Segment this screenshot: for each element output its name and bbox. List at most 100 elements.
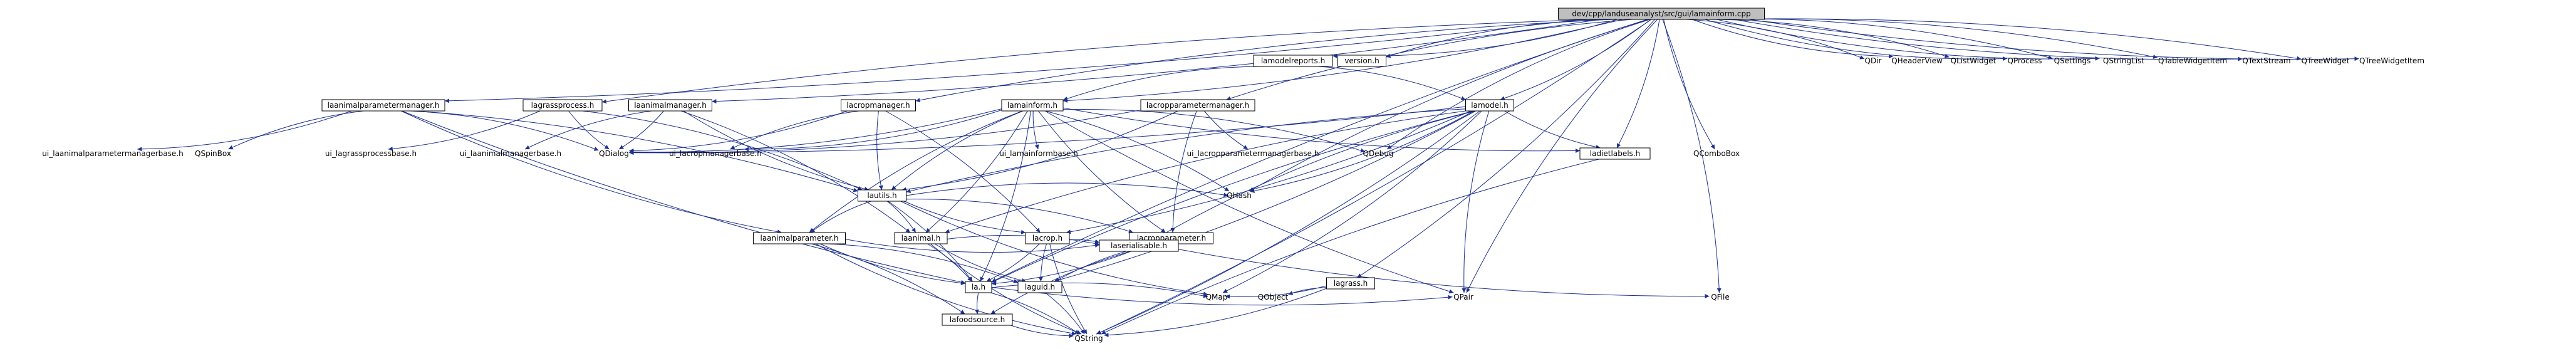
node-ui-lagrassprocessbase[interactable]: ui_lagrassprocessbase.h bbox=[325, 149, 417, 158]
node-ladietlabels[interactable]: ladietlabels.h bbox=[1579, 147, 1651, 160]
node-lacropparametermanager[interactable]: lacropparametermanager.h bbox=[1140, 99, 1255, 112]
edge-root-to-qtablewidgetitem bbox=[1725, 18, 2158, 60]
node-qlistwidget[interactable]: QListWidget bbox=[1951, 56, 1997, 65]
node-qmap[interactable]: QMap bbox=[1206, 293, 1228, 301]
node-label: lagrass.h bbox=[1334, 279, 1368, 288]
edge-lamodel-to-qpair bbox=[1462, 110, 1490, 293]
node-lautils[interactable]: lautils.h bbox=[858, 189, 906, 202]
edge-lamodel-to-qstring bbox=[1096, 110, 1480, 335]
node-label: QStringList bbox=[2103, 56, 2145, 65]
node-box bbox=[628, 99, 712, 112]
node-qtextstream[interactable]: QTextStream bbox=[2242, 56, 2290, 65]
node-lagrassprocess[interactable]: lagrassprocess.h bbox=[522, 99, 603, 112]
node-box bbox=[894, 232, 948, 244]
node-label: QFile bbox=[1711, 293, 1730, 301]
node-version[interactable]: version.h bbox=[1337, 55, 1386, 67]
edge-lamodel-to-laanimal bbox=[945, 110, 1466, 234]
node-qtreewidget[interactable]: QTreeWidget bbox=[2302, 56, 2350, 65]
node-qdir[interactable]: QDir bbox=[1865, 56, 1882, 65]
node-label: laanimal.h bbox=[901, 234, 941, 243]
edge-laserialisable-to-qfile bbox=[1178, 249, 1710, 299]
edge-lautils-to-lacropparameter bbox=[906, 199, 1134, 234]
node-lacropmanager[interactable]: lacropmanager.h bbox=[841, 99, 916, 112]
node-la[interactable]: la.h bbox=[965, 281, 992, 293]
node-label: ui_lamainformbase.h bbox=[999, 149, 1078, 158]
edge-lacrop-to-qstring bbox=[1049, 243, 1088, 335]
node-laserialisable[interactable]: laserialisable.h bbox=[1099, 239, 1179, 252]
edge-la-to-qpair bbox=[991, 286, 1453, 306]
edge-lagrassprocess-to-lautils bbox=[582, 110, 863, 191]
node-label: QTextStream bbox=[2242, 56, 2290, 65]
node-box bbox=[1001, 99, 1064, 112]
edge-laanimalparameter-to-qstring bbox=[815, 243, 1076, 336]
edge-root-to-lagrassprocess bbox=[601, 19, 1594, 104]
edge-lamodel-to-qmap bbox=[1222, 110, 1482, 293]
node-qhash[interactable]: QHash bbox=[1227, 191, 1252, 200]
edge-laanimal-to-la bbox=[927, 243, 972, 282]
node-qsettings[interactable]: QSettings bbox=[2054, 56, 2091, 65]
node-lacrop[interactable]: lacrop.h bbox=[1025, 232, 1070, 244]
edge-la-to-qstring bbox=[990, 292, 1080, 335]
node-lafoodsource[interactable]: lafoodsource.h bbox=[942, 313, 1013, 326]
node-laanimal[interactable]: laanimal.h bbox=[894, 232, 948, 244]
edge-laanimalparametermanager-to-laanimalparameter bbox=[400, 110, 782, 234]
edge-lamodelreports-to-lamodel bbox=[1317, 66, 1466, 100]
edge-lacropmanager-to-ui_lacropmanagerbase bbox=[730, 110, 860, 150]
node-laguid[interactable]: laguid.h bbox=[1017, 281, 1062, 293]
node-label: lacrop.h bbox=[1032, 234, 1062, 243]
node-qspinbox[interactable]: QSpinBox bbox=[195, 149, 231, 158]
node-label: QDialog bbox=[599, 149, 629, 158]
node-ui-laanimalparametermanagerbase[interactable]: ui_laanimalparametermanagerbase.h bbox=[42, 149, 183, 158]
node-label: QTableWidgetItem bbox=[2158, 56, 2227, 65]
edge-laanimal-to-qstring bbox=[930, 243, 1082, 335]
edge-root-to-version bbox=[1386, 19, 1626, 58]
edge-lamainform-to-qdialog bbox=[629, 108, 1002, 154]
node-qdialog[interactable]: QDialog bbox=[599, 149, 629, 158]
node-lacropparameter[interactable]: lacropparameter.h bbox=[1130, 232, 1213, 244]
node-laanimalparameter[interactable]: laanimalparameter.h bbox=[753, 232, 846, 244]
node-qobject[interactable]: QObject bbox=[1258, 293, 1289, 301]
node-box bbox=[942, 313, 1013, 326]
edge-root-to-lacropparametermanager bbox=[1226, 19, 1633, 101]
node-ui-lacropmanagerbase[interactable]: ui_lacropmanagerbase.h bbox=[669, 149, 762, 158]
node-qdebug[interactable]: QDebug bbox=[1363, 149, 1394, 158]
edge-root-to-qtextstream bbox=[1733, 19, 2243, 61]
edge-lamodelreports-to-lamainform bbox=[1062, 66, 1260, 101]
edge-root-to-lamodel bbox=[1500, 19, 1651, 101]
edge-lamainform-to-ladietlabels bbox=[1062, 107, 1581, 153]
node-laanimalmanager[interactable]: laanimalmanager.h bbox=[628, 99, 712, 112]
node-qprocess[interactable]: QProcess bbox=[2008, 56, 2042, 65]
node-qtreewidgetitem[interactable]: QTreeWidgetItem bbox=[2359, 56, 2424, 65]
edge-la-to-lafoodsource bbox=[975, 292, 979, 315]
node-laanimalparametermanager[interactable]: laanimalparametermanager.h bbox=[321, 99, 445, 112]
node-lamodelreports[interactable]: lamodelreports.h bbox=[1253, 55, 1333, 67]
node-lagrass[interactable]: lagrass.h bbox=[1326, 277, 1375, 290]
node-qtablewidgetitem[interactable]: QTableWidgetItem bbox=[2158, 56, 2227, 65]
edge-root-to-qprocess bbox=[1705, 19, 2008, 61]
node-qstringlist[interactable]: QStringList bbox=[2103, 56, 2145, 65]
node-qheaderview[interactable]: QHeaderView bbox=[1891, 56, 1943, 65]
node-label: QString bbox=[1074, 334, 1103, 343]
node-label: ui_laanimalparametermanagerbase.h bbox=[42, 149, 183, 158]
edge-lautils-to-laanimalparameter bbox=[810, 201, 871, 233]
node-ui-lacropparametermanagerbase[interactable]: ui_lacropparametermanagerbase.h bbox=[1187, 149, 1319, 158]
node-root[interactable]: dev/cpp/landuseanalyst/src/gui/lamainfor… bbox=[1558, 8, 1765, 20]
node-lamainform[interactable]: lamainform.h bbox=[1001, 99, 1064, 112]
node-ui-lamainformbase[interactable]: ui_lamainformbase.h bbox=[999, 149, 1078, 158]
node-label: lamodelreports.h bbox=[1261, 56, 1325, 65]
nodes-layer: dev/cpp/landuseanalyst/src/gui/lamainfor… bbox=[42, 8, 2424, 343]
node-ui-laanimalmanagerbase[interactable]: ui_laanimalmanagerbase.h bbox=[460, 149, 561, 158]
node-qfile[interactable]: QFile bbox=[1711, 293, 1730, 301]
node-qstring[interactable]: QString bbox=[1074, 334, 1103, 343]
node-label: lamainform.h bbox=[1007, 101, 1057, 110]
edge-laanimalparameter-to-la bbox=[819, 243, 966, 286]
node-label: ui_lagrassprocessbase.h bbox=[325, 149, 417, 158]
node-qpair[interactable]: QPair bbox=[1453, 293, 1473, 301]
node-label: laanimalparametermanager.h bbox=[328, 101, 440, 110]
edge-laanimalmanager-to-qdialog bbox=[618, 110, 664, 150]
node-lamodel[interactable]: lamodel.h bbox=[1465, 99, 1514, 112]
node-label: ui_lacropparametermanagerbase.h bbox=[1187, 149, 1319, 158]
node-qcombobox[interactable]: QComboBox bbox=[1693, 149, 1740, 158]
node-box bbox=[1140, 99, 1255, 112]
node-label: QSettings bbox=[2054, 56, 2091, 65]
